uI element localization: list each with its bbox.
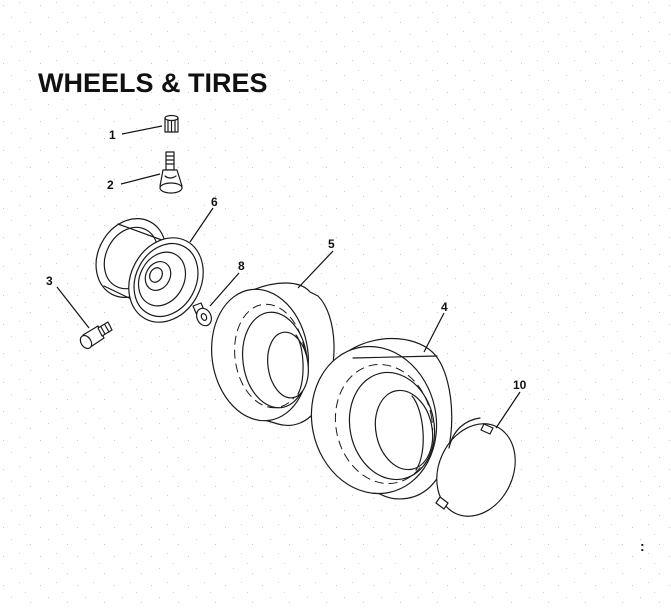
callout-10: 10	[513, 378, 527, 392]
callout-8: 8	[238, 259, 245, 273]
callout-3: 3	[46, 274, 53, 288]
front-tire-icon	[210, 282, 335, 426]
callout-2: 2	[107, 178, 114, 192]
callout-6: 6	[211, 195, 218, 209]
grease-fitting-icon	[79, 321, 113, 350]
leader-line-4	[423, 312, 445, 353]
leader-line-5	[297, 250, 334, 289]
leader-line-2	[120, 173, 161, 185]
bushing-icon	[192, 302, 212, 327]
hub-cap-icon	[435, 417, 516, 517]
leader-line-10	[495, 391, 521, 429]
callout-4: 4	[441, 300, 448, 314]
leader-line-8	[209, 272, 240, 307]
callout-5: 5	[328, 237, 335, 251]
diagram-title: WHEELS & TIRES	[38, 68, 268, 98]
leader-line-3	[56, 286, 90, 329]
leader-line-6	[189, 207, 214, 243]
valve-cap-icon	[164, 114, 179, 133]
leader-line-1	[121, 125, 163, 135]
edge-mark: :	[640, 538, 645, 554]
rear-tire-icon	[310, 337, 453, 500]
callout-1: 1	[109, 128, 116, 142]
valve-stem-icon	[159, 151, 183, 194]
wheel-rim-icon	[95, 218, 204, 323]
